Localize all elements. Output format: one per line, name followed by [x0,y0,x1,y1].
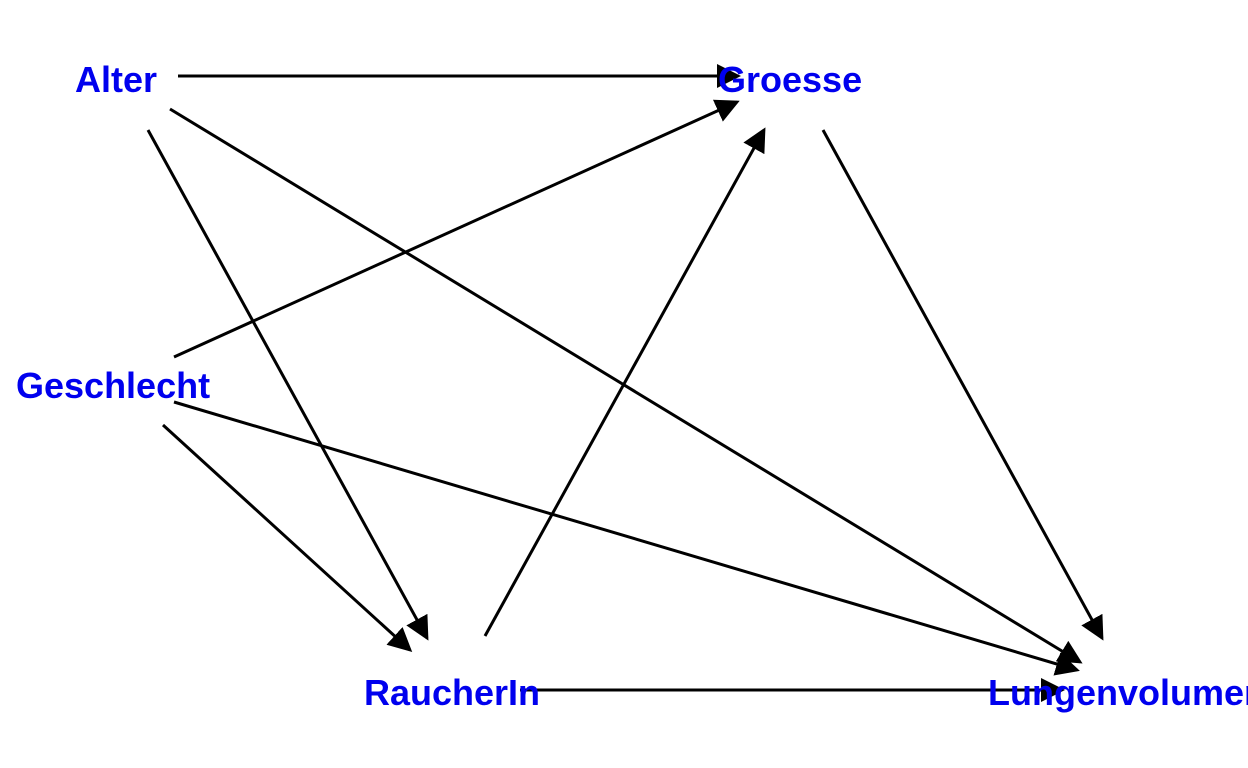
node-geschlecht: Geschlecht [16,365,210,406]
node-raucherin: RaucherIn [364,672,540,713]
edge-groesse-to-lungenvolumen [821,129,1104,641]
edge-geschlecht-to-lungenvolumen [173,400,1080,676]
edge-geschlecht-to-raucherin [161,423,413,653]
edge-geschlecht-to-groesse [173,99,740,359]
edge-raucherin-to-groesse [483,127,766,637]
edge-alter-to-lungenvolumen [169,107,1083,664]
edge-alter-to-raucherin [146,129,429,641]
node-lungenvolumen: Lungenvolumen [988,672,1248,713]
edges [146,64,1104,702]
node-groesse: Groesse [718,59,862,100]
node-alter: Alter [75,59,157,100]
